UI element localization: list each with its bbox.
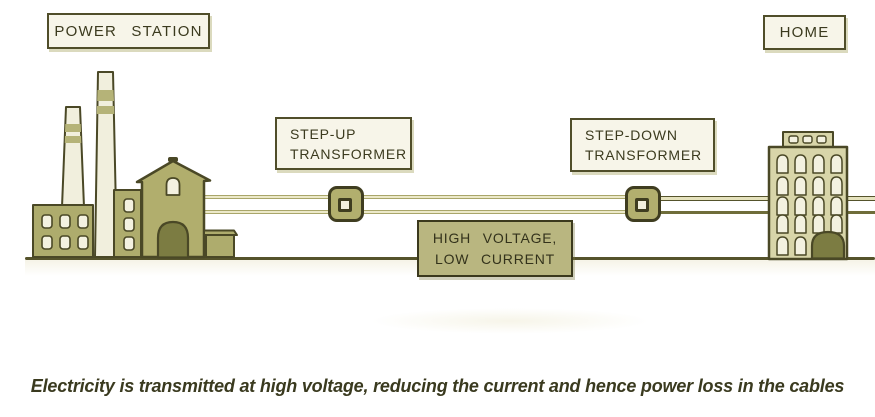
roof-windows <box>788 135 827 144</box>
transformer-core-icon <box>338 198 352 212</box>
step-up-line1: STEP-UP <box>290 125 357 142</box>
home-label: HOME <box>763 15 846 50</box>
step-down-transformer-icon <box>625 186 661 222</box>
power-station-label: POWER STATION <box>47 13 210 49</box>
high-voltage-label: HIGH VOLTAGE, LOW CURRENT <box>417 220 573 277</box>
mid-building <box>113 189 142 258</box>
top-wire-low-voltage <box>641 196 875 201</box>
step-down-transformer-label: STEP-DOWN TRANSFORMER <box>570 118 715 172</box>
top-wire-high-voltage <box>205 195 641 199</box>
home-door <box>810 230 846 260</box>
hv-line2: LOW CURRENT <box>434 250 556 267</box>
left-building <box>32 204 94 258</box>
main-building <box>135 157 212 259</box>
roof-structure <box>782 131 834 149</box>
transformer-core-icon <box>635 198 649 212</box>
hv-line1: HIGH VOLTAGE, <box>432 229 558 246</box>
annex-building <box>203 229 238 258</box>
short-chimney <box>61 106 85 208</box>
step-up-line2: TRANSFORMER <box>290 145 407 162</box>
power-station-label-text: POWER STATION <box>54 22 203 40</box>
doorway <box>156 220 190 259</box>
step-up-transformer-label: STEP-UP TRANSFORMER <box>275 117 412 170</box>
step-down-line1: STEP-DOWN <box>585 127 678 143</box>
left-building-windows <box>41 214 89 250</box>
caption-text: Electricity is transmitted at high volta… <box>30 376 845 396</box>
ground-smudge <box>370 308 650 334</box>
gable-window <box>165 177 181 196</box>
step-down-line2: TRANSFORMER <box>585 147 702 163</box>
step-up-transformer-icon <box>328 186 364 222</box>
power-station-illustration <box>32 71 238 259</box>
mid-building-windows <box>123 198 135 251</box>
home-windows <box>776 154 843 256</box>
home-illustration <box>767 131 849 261</box>
bottom-wire-low-voltage <box>641 211 875 214</box>
bottom-wire-high-voltage <box>205 210 641 214</box>
home-label-text: HOME <box>779 24 830 41</box>
